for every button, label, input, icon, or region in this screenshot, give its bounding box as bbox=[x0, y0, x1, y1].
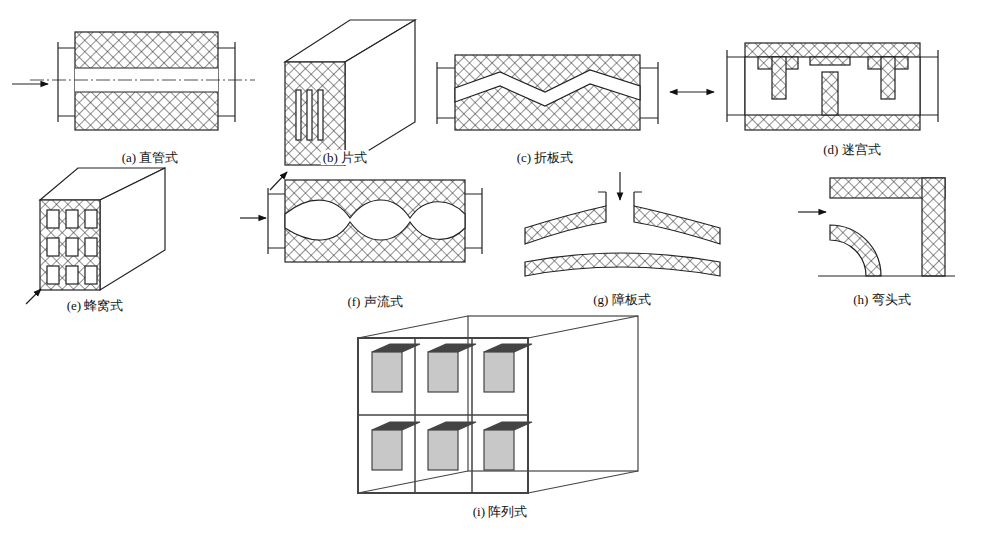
array-muffler-part bbox=[358, 338, 528, 493]
plate-muffler bbox=[270, 20, 415, 190]
honeycomb-muffler-part-part bbox=[85, 210, 97, 228]
figure-caption: (i) 阵列式 bbox=[471, 504, 530, 519]
honeycomb-muffler-part bbox=[100, 168, 165, 290]
honeycomb-muffler-part-part bbox=[47, 238, 59, 256]
array-muffler-part-part bbox=[428, 430, 458, 470]
caption-slot: (f) 声流式 bbox=[345, 292, 404, 311]
labyrinth-muffler-part bbox=[822, 72, 838, 115]
labyrinth-muffler-part bbox=[920, 50, 938, 122]
array-muffler-part bbox=[358, 316, 638, 493]
acoustic-flow-muffler-part bbox=[268, 188, 285, 254]
elbow-muffler-part bbox=[922, 178, 945, 276]
baffle-muffler-part bbox=[634, 206, 720, 244]
acoustic-flow-muffler-part bbox=[240, 217, 266, 218]
baffle-muffler-part bbox=[525, 253, 720, 276]
honeycomb-muffler bbox=[26, 168, 165, 304]
straight-pipe-muffler-part bbox=[75, 32, 218, 130]
array-muffler bbox=[358, 316, 638, 493]
folded-plate-muffler-part bbox=[670, 91, 714, 92]
labyrinth-muffler-part bbox=[772, 57, 786, 99]
figure-caption: (g) 障板式 bbox=[591, 292, 652, 307]
folded-plate-muffler-part bbox=[455, 55, 640, 130]
array-muffler-part-part bbox=[428, 422, 476, 430]
array-muffler-part bbox=[468, 316, 638, 471]
elbow-muffler-part bbox=[830, 225, 881, 276]
caption-slot: (h) 弯头式 bbox=[851, 290, 912, 309]
baffle-muffler-part bbox=[619, 172, 620, 200]
straight-pipe-muffler-part bbox=[30, 80, 255, 81]
array-muffler-part-part bbox=[484, 430, 514, 470]
array-muffler-part-part bbox=[484, 352, 514, 392]
array-muffler-part-part bbox=[484, 344, 532, 352]
honeycomb-muffler-part-part bbox=[47, 210, 59, 228]
array-muffler-part-part bbox=[484, 422, 532, 430]
honeycomb-muffler-part-part bbox=[85, 238, 97, 256]
caption-slot: (e) 蜂窝式 bbox=[65, 296, 126, 315]
plate-muffler-part bbox=[318, 90, 323, 140]
caption-slot: (i) 阵列式 bbox=[471, 502, 530, 521]
muffler-illustration-part bbox=[12, 20, 955, 493]
honeycomb-muffler-part bbox=[26, 289, 41, 304]
acoustic-flow-muffler-part bbox=[465, 188, 482, 254]
elbow-muffler-part bbox=[818, 275, 955, 276]
labyrinth-muffler-part bbox=[881, 57, 895, 99]
honeycomb-muffler-part-part bbox=[66, 266, 78, 284]
honeycomb-muffler-part bbox=[40, 200, 100, 290]
plate-muffler-part bbox=[307, 90, 312, 140]
array-muffler-part bbox=[372, 344, 532, 470]
labyrinth-muffler bbox=[727, 43, 938, 130]
figure-caption: (f) 声流式 bbox=[345, 294, 404, 309]
straight-pipe-muffler bbox=[12, 32, 255, 130]
honeycomb-muffler-part-part bbox=[47, 266, 59, 284]
labyrinth-muffler-part bbox=[810, 57, 850, 65]
caption-slot: (g) 障板式 bbox=[591, 290, 652, 309]
straight-pipe-muffler-part bbox=[12, 83, 48, 84]
acoustic-flow-muffler-part bbox=[285, 180, 465, 262]
honeycomb-muffler-part-part bbox=[66, 238, 78, 256]
folded-plate-muffler-part bbox=[455, 70, 640, 106]
plate-muffler-part bbox=[296, 90, 301, 140]
folded-plate-muffler-part bbox=[437, 62, 455, 124]
array-muffler-part-part bbox=[428, 344, 476, 352]
folded-plate-muffler-part bbox=[640, 62, 658, 124]
figure-caption: (h) 弯头式 bbox=[851, 292, 912, 307]
array-muffler-part-part bbox=[372, 344, 420, 352]
plate-muffler-part bbox=[345, 20, 415, 165]
baffle-muffler-part bbox=[525, 206, 606, 244]
honeycomb-muffler-part bbox=[47, 210, 97, 284]
array-muffler-part-part bbox=[372, 430, 402, 470]
honeycomb-muffler-part-part bbox=[66, 210, 78, 228]
labyrinth-muffler-part bbox=[745, 43, 920, 130]
straight-pipe-muffler-part bbox=[218, 42, 235, 122]
caption-slot: (c) 折板式 bbox=[515, 148, 576, 167]
elbow-muffler-part bbox=[798, 211, 826, 212]
labyrinth-muffler-part bbox=[727, 50, 745, 122]
figure-caption: (d) 迷宫式 bbox=[821, 142, 882, 157]
caption-slot: (d) 迷宫式 bbox=[821, 140, 882, 159]
acoustic-flow-muffler bbox=[240, 180, 482, 262]
figure-caption: (e) 蜂窝式 bbox=[65, 298, 126, 313]
figure-caption: (a) 直管式 bbox=[120, 150, 181, 165]
straight-pipe-muffler-part bbox=[58, 42, 75, 122]
elbow-muffler bbox=[798, 178, 955, 276]
figure-caption: (b) 片式 bbox=[321, 150, 369, 165]
array-muffler-part-part bbox=[372, 422, 420, 430]
baffle-muffler bbox=[525, 172, 720, 276]
figure-caption: (c) 折板式 bbox=[515, 150, 576, 165]
honeycomb-muffler-part-part bbox=[85, 266, 97, 284]
caption-slot: (b) 片式 bbox=[321, 148, 369, 167]
folded-plate-muffler bbox=[437, 55, 714, 130]
array-muffler-part bbox=[358, 338, 528, 493]
caption-slot: (a) 直管式 bbox=[120, 148, 181, 167]
array-muffler-part-part bbox=[372, 352, 402, 392]
array-muffler-part-part bbox=[428, 352, 458, 392]
labyrinth-muffler-part bbox=[745, 57, 920, 115]
acoustic-flow-muffler-part bbox=[285, 200, 465, 240]
